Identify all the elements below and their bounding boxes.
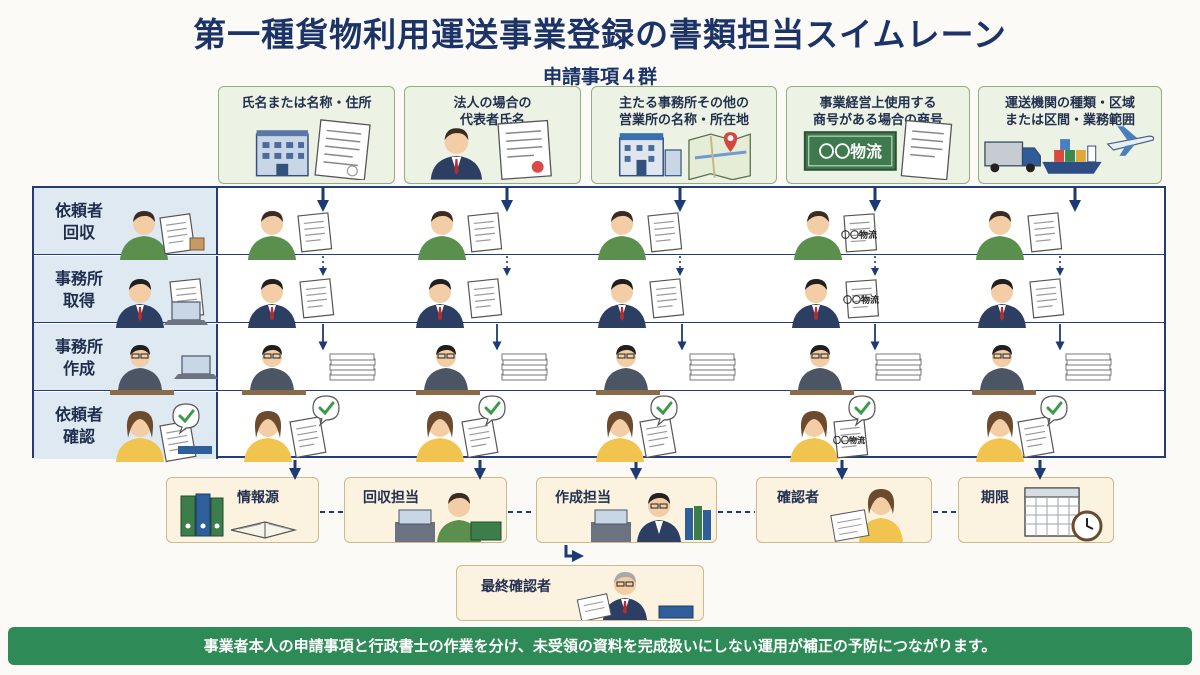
- doc-stamp-text: 〇〇物流: [833, 435, 865, 445]
- role-label: 最終確認者: [481, 579, 551, 595]
- role-box-final-reviewer: 最終確認者: [456, 565, 704, 621]
- doc-stamp-text: 〇〇物流: [843, 294, 879, 306]
- role-box-deadline: 期限: [958, 477, 1114, 543]
- item-box-name-address: 氏名または名称・住所: [218, 86, 395, 184]
- binders-book-icon: [180, 493, 298, 539]
- document-icon: [467, 212, 503, 253]
- doc-stamp-text: 〇〇物流: [841, 229, 877, 241]
- collection-staff-icon: [395, 493, 502, 542]
- lane-label: 依頼者 回収: [54, 201, 103, 242]
- role-label: 情報源: [237, 490, 279, 506]
- map-pin-icon: [688, 132, 751, 180]
- client-man-icon: [976, 211, 1024, 260]
- client-man-icon: [794, 211, 842, 260]
- final-reviewer-icon: [576, 572, 694, 620]
- role-label: 確認者: [777, 490, 819, 506]
- suit-man-icon: [248, 279, 296, 328]
- paper-stack-icon: [689, 353, 736, 381]
- desk-man-icon: [971, 344, 1037, 396]
- client-woman-icon: [976, 411, 1024, 462]
- paper-stack-icon: [875, 353, 922, 381]
- role-box-collection-staff: 回収担当: [344, 477, 507, 543]
- paper-stack-icon: [501, 353, 548, 381]
- footer-banner: 事業者本人の申請事項と行政書士の作業を分け、未受領の資料を完成扱いにしない運用が…: [8, 627, 1192, 665]
- representative-certificate-illustration: [430, 119, 552, 180]
- client-man-icon: [598, 211, 646, 260]
- role-label: 回収担当: [363, 490, 419, 506]
- document-icon: [1029, 278, 1065, 319]
- businessman-icon: [430, 128, 483, 180]
- role-box-information-source: 情報源: [166, 477, 319, 543]
- document-icon: [461, 416, 499, 459]
- paper-stack-icon: [1065, 353, 1112, 381]
- lane-header-illustrations: [109, 211, 219, 463]
- lane-label: 事務所 作成: [54, 337, 103, 378]
- role-box-creation-staff: 作成担当: [536, 477, 717, 543]
- building-document-illustration: [255, 119, 371, 180]
- document-icon: [1027, 212, 1063, 253]
- document-icon: [314, 119, 371, 180]
- signboard-document-illustration: 〇〇物流: [803, 119, 953, 180]
- folder-icon: [178, 446, 212, 454]
- signboard-icon: 〇〇物流: [803, 131, 897, 171]
- document-icon: [900, 119, 953, 180]
- client-woman-icon: [416, 411, 464, 462]
- airplane-icon: [1106, 126, 1155, 156]
- lane-arrows-solid: [318, 324, 1065, 351]
- suit-man-icon: [598, 279, 646, 328]
- role-label: 期限: [981, 490, 1009, 506]
- page-title: 第一種貨物利用運送事業登録の書類担当スイムレーン: [193, 15, 1007, 54]
- client-woman-icon: [244, 411, 292, 462]
- office-map-illustration: [618, 132, 751, 180]
- bottom-arrows: [289, 460, 1046, 562]
- role-label: 作成担当: [555, 490, 611, 506]
- document-icon: [297, 212, 333, 253]
- item-box-representative-name: 法人の場合の 代表者氏名: [404, 86, 581, 184]
- suit-man-icon: [978, 279, 1026, 328]
- item-box-transport-scope: 運送機関の種類・区域 または区間・業務範囲: [978, 86, 1162, 184]
- ship-icon: [1042, 139, 1102, 174]
- document-icon: [649, 278, 685, 319]
- creation-staff-icon: [591, 493, 711, 542]
- item-box-trade-name: 事業経営上使用する 商号がある場合の商号 〇〇物流: [786, 86, 970, 184]
- folder-icon: [189, 237, 205, 251]
- document-icon: [467, 278, 503, 319]
- lane-label: 依頼者 確認: [54, 405, 103, 446]
- desk-man-icon: [415, 344, 481, 396]
- laptop-icon: [173, 355, 219, 380]
- suit-man-icon: [116, 279, 164, 328]
- item-label: 氏名または名称・住所: [241, 96, 372, 111]
- subtitle: 申請事項４群: [542, 66, 657, 88]
- truck-icon: [984, 141, 1041, 173]
- item-label: 主たる事務所その他の 営業所の名称・所在地: [618, 96, 749, 128]
- suit-man-icon: [416, 279, 464, 328]
- document-icon: [639, 416, 677, 459]
- signboard-text: 〇〇物流: [819, 142, 882, 161]
- top-arrows: [317, 186, 1081, 212]
- desk-man-icon: [109, 344, 175, 396]
- document-icon: [647, 212, 683, 253]
- document-icon: [299, 278, 335, 319]
- item-label: 運送機関の種類・区域 または区間・業務範囲: [1004, 96, 1135, 128]
- lane-label: 事務所 取得: [54, 269, 103, 310]
- certificate-icon: [497, 119, 552, 180]
- lane-cells: 〇〇物流 〇〇物流 〇〇物流: [241, 211, 1112, 462]
- paper-stack-icon: [329, 353, 376, 381]
- office-building-icon: [618, 133, 682, 177]
- desk-man-icon: [595, 344, 661, 396]
- building-icon: [255, 130, 309, 177]
- client-man-icon: [248, 211, 296, 260]
- calendar-clock-icon: [1024, 487, 1103, 542]
- suit-man-icon: [792, 279, 840, 328]
- item-box-office-location: 主たる事務所その他の 営業所の名称・所在地: [591, 86, 777, 184]
- reviewer-icon: [830, 489, 903, 542]
- transport-modes-illustration: [984, 126, 1155, 174]
- desk-man-icon: [789, 344, 855, 396]
- desk-man-icon: [241, 344, 307, 396]
- client-woman-icon: [596, 411, 644, 462]
- client-woman-icon: [116, 411, 164, 462]
- client-woman-icon: [790, 411, 838, 462]
- client-man-icon: [418, 211, 466, 260]
